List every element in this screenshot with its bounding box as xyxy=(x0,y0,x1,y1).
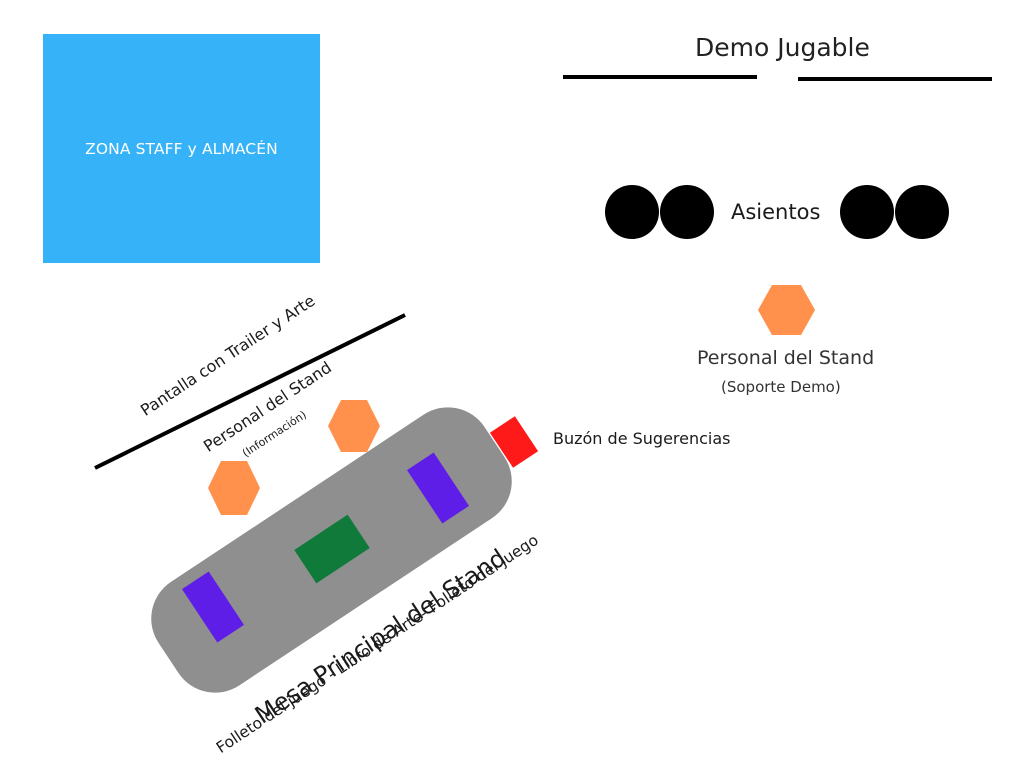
staff-marker-info xyxy=(328,400,380,452)
demo-title: Demo Jugable xyxy=(695,33,870,62)
demo-staff-sublabel: (Soporte Demo) xyxy=(721,378,841,396)
staff-marker-info xyxy=(208,461,260,515)
staff-marker-demo xyxy=(758,285,815,335)
screen-line xyxy=(94,313,406,470)
booklet-item xyxy=(181,571,245,643)
staff-storage-zone: ZONA STAFF y ALMACÉN xyxy=(43,34,320,263)
demo-staff-label: Personal del Stand xyxy=(697,347,875,369)
suggestion-box xyxy=(489,416,539,468)
seat xyxy=(840,185,894,239)
demo-line-right xyxy=(798,77,992,81)
demo-line-left xyxy=(563,75,757,79)
booklet-item xyxy=(406,452,470,524)
seat xyxy=(895,185,949,239)
seat xyxy=(660,185,714,239)
suggestion-box-label: Buzón de Sugerencias xyxy=(553,429,731,448)
seats-label: Asientos xyxy=(731,200,821,224)
artbook-item xyxy=(294,514,370,584)
staff-zone-label: ZONA STAFF y ALMACÉN xyxy=(85,139,278,158)
seat xyxy=(605,185,659,239)
